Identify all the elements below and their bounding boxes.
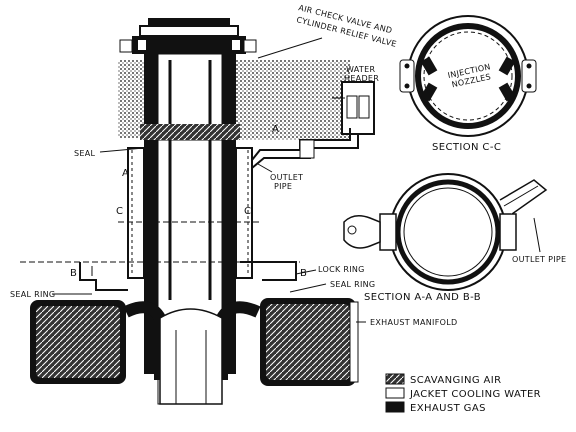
label-seal-ring-right: SEAL RING [330, 280, 375, 289]
legend-swatch-jacket [385, 387, 405, 399]
scavenging-air-right [235, 60, 350, 140]
lower-bore [159, 308, 223, 405]
label-outlet: OUTLET [270, 173, 303, 182]
legend-label-exhaust: EXHAUST GAS [410, 403, 486, 414]
label-section-a-upper: A [272, 124, 279, 135]
label-outlet-pipe-right: OUTLET PIPE [512, 255, 566, 264]
water-header [251, 81, 375, 169]
label-section-b-right: B [300, 268, 307, 279]
legend-label-scavenging: SCAVANGING AIR [410, 375, 502, 386]
label-section-c-right: C [244, 206, 251, 217]
label-seal: SEAL [74, 149, 96, 158]
cooling-jacket [127, 147, 253, 279]
leader-lines [52, 37, 366, 323]
label-section-cc: SECTION C-C [432, 142, 501, 153]
label-section-c-left: C [116, 206, 123, 217]
label-section-ab: SECTION A-A AND B-B [364, 292, 481, 303]
section-cc-view [399, 15, 537, 137]
scavenging-ports [140, 124, 240, 140]
top-flange [119, 18, 257, 54]
label-header: HEADER [344, 74, 379, 83]
label-seal-ring-left: SEAL RING [10, 290, 55, 299]
legend-swatch-scavenging [385, 373, 405, 385]
legend-swatch-exhaust [385, 401, 405, 413]
legend: SCAVANGING AIR JACKET COOLING WATER EXHA… [385, 373, 541, 414]
label-section-b-left: B [70, 268, 77, 279]
label-lock-ring: LOCK RING [318, 265, 365, 274]
section-ab-view [343, 173, 548, 291]
label-section-a-left: A [122, 168, 129, 179]
label-pipe: PIPE [274, 182, 292, 191]
legend-label-jacket: JACKET COOLING WATER [409, 389, 541, 400]
label-water: WATER [346, 65, 375, 74]
label-exhaust-manifold: EXHAUST MANIFOLD [370, 318, 457, 327]
exhaust-manifold-left [30, 262, 166, 384]
